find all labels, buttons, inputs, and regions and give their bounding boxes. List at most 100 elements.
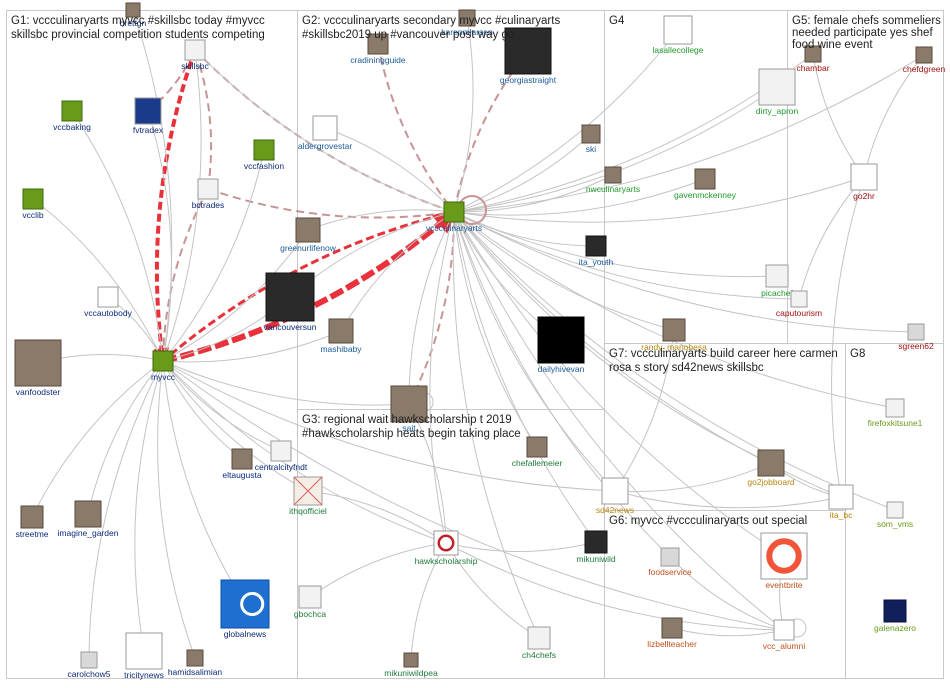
node-globalnews[interactable]: globalnews [220,579,270,639]
node-label: brettgn [120,18,147,28]
node-ch4chefs[interactable]: ch4chefs [522,626,556,660]
node-label: mikuniwildpea [384,668,438,678]
node-bctrades[interactable]: bctrades [192,178,225,210]
logo-vcc-icon [97,286,119,308]
node-brettgn[interactable]: brettgn [120,2,147,28]
node-vcclib[interactable]: vcclib [22,188,44,220]
node-lasallecollege[interactable]: lasallecollege [652,15,704,55]
node-chefallemeier[interactable]: chefallemeier [512,436,563,468]
node-cradiningguide[interactable]: cradiningguide [350,33,406,65]
hawk-mark [437,534,455,552]
node-picachef[interactable]: picachef [761,264,793,298]
node-sgreen62[interactable]: sgreen62 [898,323,934,351]
edge [162,330,342,363]
node-caputourism[interactable]: caputourism [776,290,822,318]
edge [309,542,447,598]
edge [194,49,455,214]
node-ita-bc[interactable]: ita_bc [828,484,854,520]
node-ithqofficiel[interactable]: ithqofficiel [289,476,327,516]
node-eltaugusta[interactable]: eltaugusta [222,448,262,480]
node-label: vccculinaryarts [426,223,482,233]
node-firefoxkitsune1[interactable]: firefoxkitsune1 [868,398,923,428]
node-tricitynews[interactable]: tricitynews [124,632,164,680]
node-label: lasallecollege [652,45,703,55]
node-label: globalnews [224,629,267,639]
cross-mark [293,476,323,506]
node-mashibaby[interactable]: mashibaby [320,318,362,354]
edge [453,17,474,213]
node-hawkscholarship[interactable]: hawkscholarship [415,530,478,566]
group-title-line: G8 [850,348,865,360]
node-dirty-apron[interactable]: dirty_apron [756,68,799,116]
node-streetme[interactable]: streetme [15,505,49,539]
node-label: go2hr [853,191,875,201]
node-dailyhivevan[interactable]: dailyhivevan [537,316,585,374]
node-vccautobody[interactable]: vccautobody [84,286,133,318]
node-som-vms[interactable]: som_vms [877,501,913,529]
node-foodservice[interactable]: foodservice [648,547,692,577]
node-vanfoodster[interactable]: vanfoodster [14,339,62,397]
node-vcc-alumni[interactable]: vcc_alumni [763,619,806,651]
node-centralcityfndt[interactable]: centralcityfndt [255,440,308,472]
node-ski[interactable]: ski [581,124,601,154]
node-vccculinaryarts[interactable]: vccculinaryarts [426,201,482,233]
edge [453,211,671,558]
node-georgiastraight[interactable]: georgiastraight [500,27,557,85]
node-hamidsalimian[interactable]: hamidsalimian [168,649,223,677]
group-title-g1: G1: vccculinaryarts myvcc #skillsbc toda… [11,15,268,41]
node-vccbaking[interactable]: vccbaking [53,100,91,132]
edge [162,360,282,452]
node-aldergrovestar[interactable]: aldergrovestar [298,115,353,151]
logo-icon [197,178,219,200]
node-greenurlifenow[interactable]: greenurlifenow [280,217,337,253]
group-title-g5: G5: female chefs sommeliers needed parti… [792,15,944,51]
node-galenazero[interactable]: galenazero [874,599,916,633]
group-title-g7: G7: vccculinaryarts build career here ca… [609,348,841,374]
node-mikuniwild[interactable]: mikuniwild [576,530,616,564]
logo-icon [298,585,322,609]
avatar-photo-icon [14,339,62,387]
node-fvtradex[interactable]: fvtradex [133,97,164,135]
edge [162,49,202,362]
node-nwculinaryarts[interactable]: nwculinaryarts [586,166,640,194]
node-myvcc[interactable]: myvcc [151,350,176,382]
node-label: cradiningguide [350,55,406,65]
edge [453,211,597,543]
node-mikuniwildpea[interactable]: mikuniwildpea [384,652,438,678]
node-label: centralcityfndt [255,462,308,472]
group-titles: G1: vccculinaryarts myvcc #skillsbc toda… [11,15,944,527]
node-gavenmckenney[interactable]: gavenmckenney [674,168,737,200]
node-label: fvtradex [133,125,164,135]
node-label: karenmlarsen [441,27,493,37]
node-vancouversun[interactable]: vancouversun [264,272,317,332]
logo-green-icon [152,350,174,372]
edge [207,188,456,219]
node-label: streetme [15,529,48,539]
avatar-photo-icon [581,124,601,144]
node-go2hr[interactable]: go2hr [850,163,878,201]
node-label: tricitynews [124,670,164,680]
node-label: hamidsalimian [168,667,223,677]
edge [162,229,309,362]
edge [153,49,197,365]
node-chefdgreen[interactable]: chefdgreen [903,46,946,74]
node-sait[interactable]: sait [390,385,428,433]
node-ita-youth[interactable]: ita_youth [579,235,614,267]
node-sd42news[interactable]: sd42news [596,477,634,515]
node-vccfashion[interactable]: vccfashion [244,139,284,171]
avatar-photo-icon [125,2,141,18]
node-chambar[interactable]: chambar [796,45,830,73]
logo-ita-icon [828,484,854,510]
node-label: eltaugusta [222,470,261,480]
node-lizbellteacher[interactable]: lizbellteacher [647,617,697,649]
node-gbochca[interactable]: gbochca [294,585,326,619]
node-skillsbc[interactable]: skillsbc [181,39,209,71]
logo-icon [270,440,292,462]
node-eventbrite[interactable]: eventbrite [760,532,808,590]
node-imagine-garden[interactable]: imagine_garden [58,500,119,538]
node-karenmlarsen[interactable]: karenmlarsen [441,9,493,37]
node-go2jobboard[interactable]: go2jobboard [747,449,795,487]
node-randy-manobesa[interactable]: randy_manobesa [641,318,707,352]
node-carolchow5[interactable]: carolchow5 [68,651,111,679]
logo-h-icon [537,316,585,364]
